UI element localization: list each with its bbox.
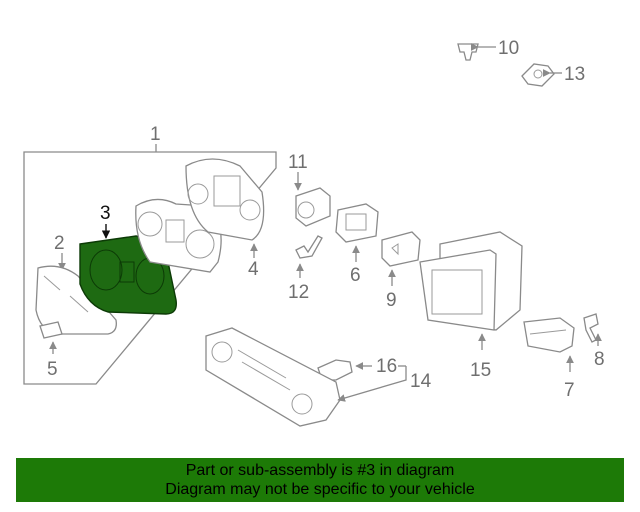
callout-15: 15 <box>470 360 491 381</box>
callout-16: 16 <box>376 356 397 377</box>
callout-9: 9 <box>386 290 397 311</box>
part-16-sensor: 16 <box>317 356 406 381</box>
part-4-cluster-cover: 4 <box>135 158 265 280</box>
callout-12: 12 <box>288 282 309 303</box>
callout-13: 13 <box>564 64 585 85</box>
callout-1: 1 <box>150 124 161 145</box>
part-2-lens: 2 <box>35 233 117 335</box>
callout-7: 7 <box>564 380 575 401</box>
part-15-audio-unit: 15 <box>419 231 523 381</box>
part-14-climate-control-panel: 14 <box>205 327 432 427</box>
part-13-bracket: 13 <box>521 63 585 87</box>
parts-diagram: 10 13 1 2 5 3 <box>23 38 605 427</box>
callout-14: 14 <box>410 371 432 392</box>
callout-4: 4 <box>248 259 259 280</box>
banner-line-1: Part or sub-assembly is #3 in diagram <box>185 462 455 479</box>
part-10-clip: 10 <box>457 38 519 61</box>
part-7-bracket: 7 <box>523 317 575 401</box>
part-9-hazard-switch: 9 <box>381 231 421 311</box>
info-banner: Part or sub-assembly is #3 in diagram Di… <box>16 458 624 502</box>
callout-3: 3 <box>100 203 111 224</box>
part-8-screw: 8 <box>583 313 605 370</box>
callout-5: 5 <box>47 359 58 380</box>
callout-6: 6 <box>350 265 361 286</box>
callout-2: 2 <box>54 233 65 254</box>
part-5-bulb: 5 <box>39 321 63 380</box>
part-6-switch-panel: 6 <box>335 203 379 286</box>
callout-8: 8 <box>594 349 605 370</box>
instrument-cluster-assembly-box: 1 <box>23 124 277 385</box>
callout-11: 11 <box>288 152 308 173</box>
part-12-screw: 12 <box>288 235 323 303</box>
part-11-switch: 11 <box>288 152 331 227</box>
callout-10: 10 <box>498 38 519 59</box>
banner-line-2: Diagram may not be specific to your vehi… <box>165 481 475 498</box>
